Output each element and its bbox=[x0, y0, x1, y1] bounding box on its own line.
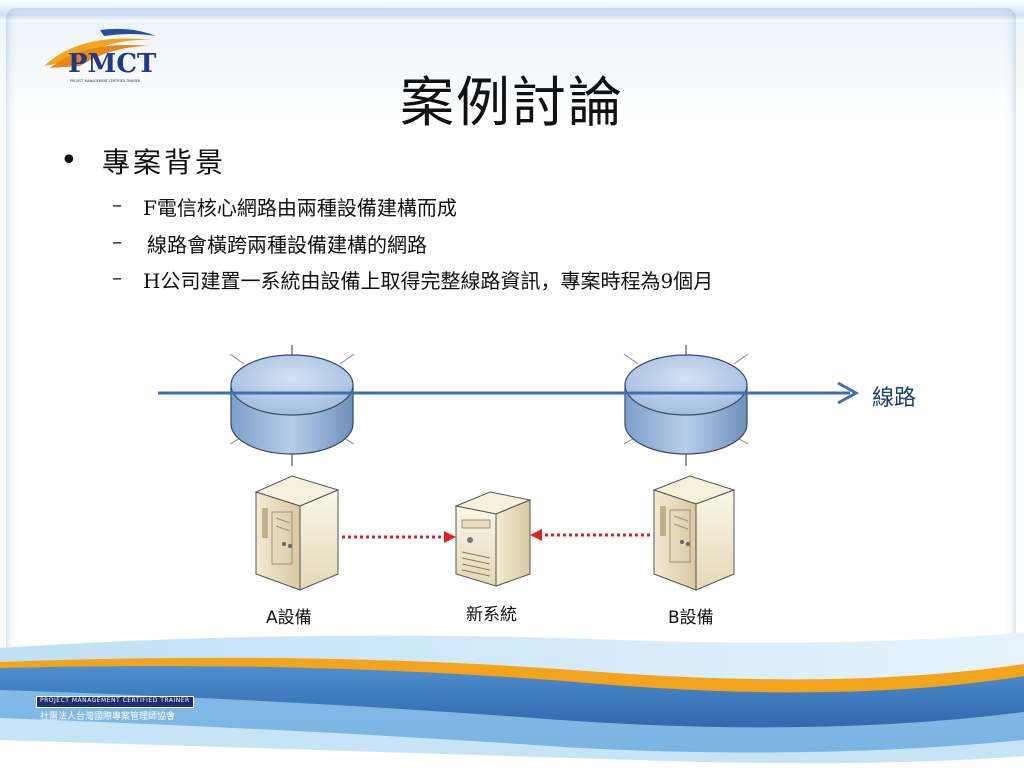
new-system-label: 新系統 bbox=[466, 605, 517, 625]
router-a-icon bbox=[229, 345, 355, 466]
footer-wave bbox=[0, 632, 1024, 768]
top-band bbox=[0, 0, 1024, 22]
router-b-icon bbox=[623, 345, 749, 466]
device-b-server-icon bbox=[652, 475, 736, 591]
dash-1: – bbox=[112, 192, 122, 216]
sub-bullet-2: 線路會橫跨兩種設備建構的網路 bbox=[147, 233, 427, 257]
line-label: 線路 bbox=[872, 386, 917, 411]
arrow-b-to-new-system bbox=[530, 529, 650, 541]
new-system-server-icon bbox=[454, 491, 532, 587]
bullet-main: 專案背景 bbox=[102, 146, 227, 179]
sub-bullet-3: H公司建置一系統由設備上取得完整線路資訊，專案時程為9個月 bbox=[143, 269, 714, 293]
dash-2: – bbox=[112, 229, 122, 253]
pmct-logo-icon: PMCT PROJECT MANAGEMENT CERTIFIED TRAINE… bbox=[44, 28, 157, 83]
logo-tagline: PROJECT MANAGEMENT CERTIFIED TRAINER bbox=[70, 79, 141, 83]
trainer-banner bbox=[36, 696, 194, 708]
arrow-a-to-new-system bbox=[342, 531, 456, 543]
bullet-dot: • bbox=[60, 143, 78, 178]
network-diagram bbox=[158, 345, 860, 591]
circuit-line-arrow bbox=[158, 381, 860, 405]
trainer-banner-text: PROJECT MANAGEMENT CERTIFIED TRAINER bbox=[40, 697, 190, 704]
page-title: 案例討論 bbox=[400, 71, 624, 134]
sub-bullet-1: F電信核心網路由兩種設備建構而成 bbox=[143, 196, 457, 220]
device-a-server-icon bbox=[254, 475, 340, 591]
logo-text: PMCT bbox=[68, 49, 157, 79]
device-b-label: B設備 bbox=[668, 608, 714, 628]
dash-3: – bbox=[112, 265, 122, 289]
device-a-label: A設備 bbox=[266, 608, 312, 628]
association-name: 社團法人台灣國際專案管理師協會 bbox=[40, 712, 176, 722]
